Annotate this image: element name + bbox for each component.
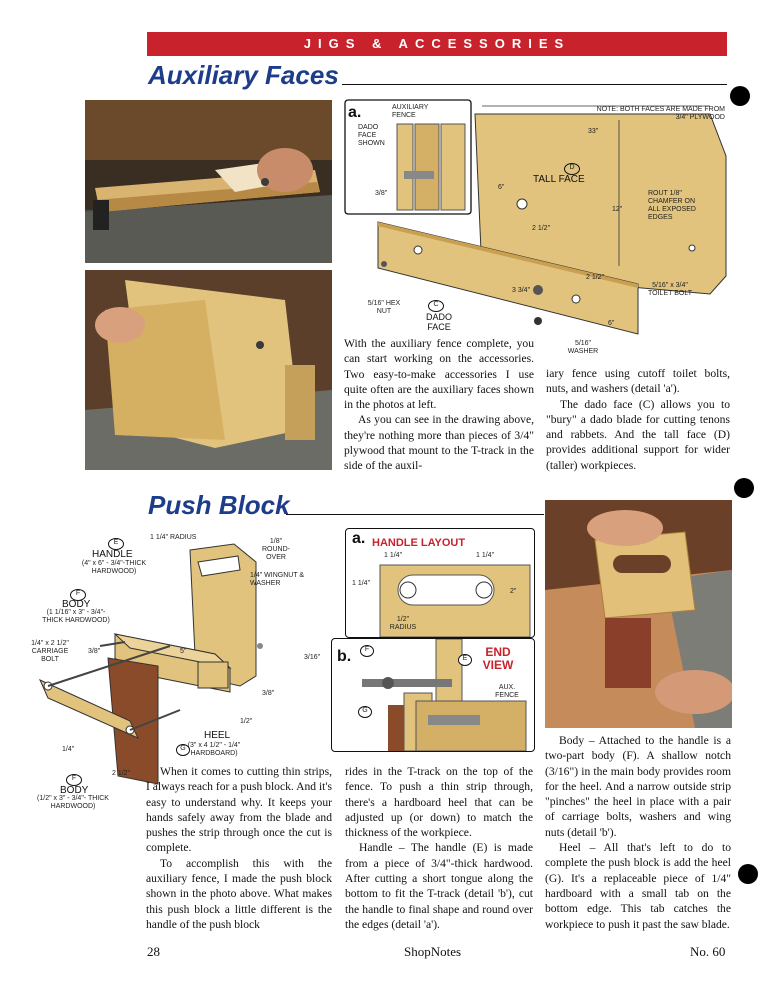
push-col1-p1: When it comes to cutting thin strips, I … — [146, 765, 332, 855]
dim-3-8-label: 3/8" — [88, 648, 101, 655]
dim-3-8b-label: 3/8" — [262, 690, 275, 697]
aux-detail-a-letter: a. — [348, 104, 362, 121]
aux-fence-label: AUXILIARY FENCE — [392, 104, 429, 119]
end-part-e-marker: E — [458, 654, 472, 666]
binder-hole-mark — [734, 478, 754, 498]
dim-1-2-label: 1/2" — [240, 718, 253, 725]
body-spec: (1 1/16" x 3" - 3/4"- THICK HARDWOOD) — [42, 609, 110, 624]
part-e-marker: E — [108, 538, 124, 550]
aux-col1-p2: As you can see in the drawing above, the… — [344, 413, 534, 473]
push-col3-p1: Body – Attached to the handle is a two-p… — [545, 734, 731, 839]
dim-33-label: 33" — [588, 128, 599, 135]
dim-12-label: 12" — [612, 206, 623, 213]
washer-label: 5/16" WASHER — [567, 340, 599, 355]
roundover-label: 1/8" ROUND-OVER — [262, 538, 290, 561]
end-part-f-marker: F — [360, 645, 374, 657]
photo-aux-fence-tall — [85, 270, 332, 470]
push-text-col2: rides in the T-track on the top of the f… — [345, 764, 533, 932]
dim-2-5-label: 2 1/2" — [532, 225, 551, 232]
end-view-letter: b. — [337, 648, 352, 665]
auxiliary-faces-diagram — [342, 96, 742, 358]
dim-6-label: 6" — [498, 184, 505, 191]
push-block-title: Push Block — [148, 490, 290, 520]
dim-1-4-label: 1/4" — [62, 746, 75, 753]
carriage-bolt-label: 1/4" x 2 1/2" CARRIAGE BOLT — [31, 640, 69, 663]
photo-aux-fence-dado — [85, 100, 332, 263]
binder-hole-mark — [738, 864, 758, 884]
heel-label: HEEL — [204, 730, 231, 741]
end-aux-fence-label: AUX. FENCE — [495, 684, 519, 699]
dado-face-label: DADO FACE — [425, 312, 452, 332]
push-text-col1: When it comes to cutting thin strips, I … — [146, 764, 332, 932]
aux-col1-p1: With the auxiliary fence complete, you c… — [344, 337, 534, 412]
radius-label: 1 1/4" RADIUS — [150, 534, 197, 541]
push-title-rule — [286, 514, 544, 515]
tall-face-label: TALL FACE — [533, 174, 585, 185]
binder-hole-mark — [730, 86, 750, 106]
handle-layout-title: HANDLE LAYOUT — [372, 537, 466, 549]
wingnut-label: 1/4" WINGNUT & WASHER — [250, 572, 305, 587]
magazine-name: ShopNotes — [404, 944, 462, 959]
body2-label: BODY — [60, 785, 89, 796]
title-rule — [342, 84, 727, 85]
handle-spec: (4" x 6" - 3/4"-THICK HARDWOOD) — [81, 560, 147, 575]
aux-text-col1: With the auxiliary fence complete, you c… — [344, 336, 534, 474]
hex-nut-label: 5/16" HEX NUT — [367, 300, 401, 315]
dim-2-label: 2" — [510, 588, 517, 595]
part-c-marker: C — [428, 300, 444, 312]
end-part-g-marker: G — [358, 706, 372, 718]
dim-5-label: 5" — [180, 648, 187, 655]
part-f2-marker: F — [66, 774, 82, 786]
dim-3-3-4-label: 3 3/4" — [512, 287, 531, 294]
handle-detail-letter: a. — [352, 530, 366, 547]
page-number: 28 — [147, 944, 160, 959]
photo-push-block — [545, 500, 732, 728]
section-banner: JIGS & ACCESSORIES — [147, 32, 727, 56]
end-view-detail — [331, 638, 535, 752]
end-view-title: END VIEW — [482, 645, 514, 672]
dim-3-16-label: 3/16" — [304, 654, 321, 661]
push-block-diagram — [30, 526, 345, 786]
dim-1-1-4-label: 1 1/4" — [384, 552, 403, 559]
auxiliary-faces-title: Auxiliary Faces — [148, 60, 339, 90]
heel-spec: (3" x 4 1/2" - 1/4" HARDBOARD) — [187, 742, 241, 757]
toilet-bolt-label: 5/16" x 3/4" TOILET BOLT — [648, 282, 692, 297]
dim-1-1-4b-label: 1 1/4" — [476, 552, 495, 559]
push-col3-p2: Heel – All that's left to do to complete… — [545, 841, 731, 931]
push-col1-p2: To accomplish this with the auxiliary fe… — [146, 856, 332, 931]
push-col2-p2: Handle – The handle (E) is made from a p… — [345, 841, 533, 931]
plywood-note: NOTE: BOTH FACES ARE MADE FROM 3/4" PLYW… — [596, 106, 725, 121]
handle-radius-label: 1/2" RADIUS — [389, 616, 417, 631]
body2-spec: (1/2" x 3" - 3/4"- THICK HARDWOOD) — [37, 795, 109, 810]
push-text-col3: Body – Attached to the handle is a two-p… — [545, 733, 731, 932]
handle-label: HANDLE — [92, 549, 133, 560]
dim-2-5-label: 2 1/2" — [112, 770, 131, 777]
dim-2-5b-label: 2 1/2" — [586, 274, 605, 281]
dado-face-shown-label: DADO FACE SHOWN — [358, 124, 385, 147]
dim-6b-label: 6" — [608, 320, 615, 327]
body-label: BODY — [62, 599, 91, 610]
handle-layout-detail — [345, 528, 535, 638]
push-col2-p1: rides in the T-track on the top of the f… — [345, 765, 533, 840]
dim-1-1-4c-label: 1 1/4" — [352, 580, 371, 587]
router-chamfer-note: ROUT 1/8" CHAMFER ON ALL EXPOSED EDGES — [648, 190, 696, 221]
aux-text-col2: iary fence using cutoff toilet bolts, nu… — [546, 366, 730, 473]
part-g-marker: G — [176, 744, 190, 756]
aux-col2-p1: iary fence using cutoff toilet bolts, nu… — [546, 367, 730, 396]
aux-col2-p2: The dado face (C) allows you to "bury" a… — [546, 397, 730, 472]
part-f-marker: F — [70, 589, 86, 601]
dim-3-8-label: 3/8" — [375, 190, 388, 197]
part-d-marker: D — [564, 163, 580, 175]
issue-number: No. 60 — [690, 944, 726, 959]
